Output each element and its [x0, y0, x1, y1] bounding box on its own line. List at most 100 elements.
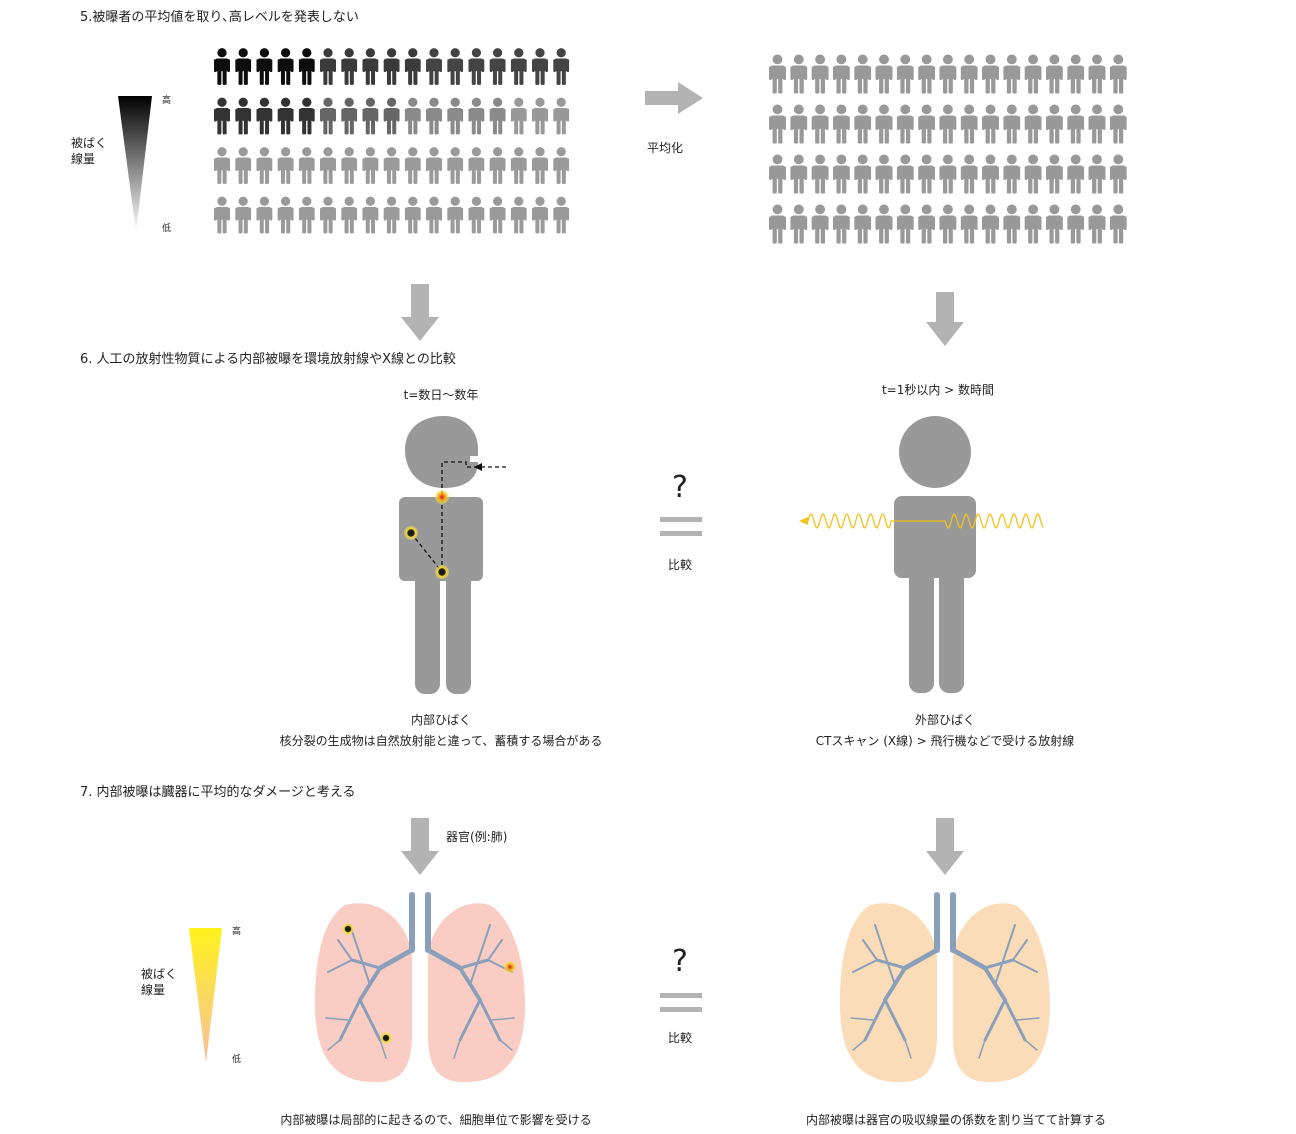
external-caption-2: CTスキャン (X線) > 飛行機などで受ける放射線: [815, 734, 1075, 748]
section7-title: 7. 内部被曝は臓器に平均的なダメージと考える: [80, 785, 356, 800]
person-icon: [362, 196, 379, 234]
person-icon: [854, 154, 872, 194]
person-icon: [1024, 54, 1042, 94]
person-icon: [362, 97, 379, 135]
person-icon: [426, 147, 442, 184]
dose-label-7-2: 線量: [141, 983, 166, 997]
bronchus-branch: [458, 998, 482, 1042]
person-icon: [896, 104, 914, 144]
person-icon: [960, 204, 978, 244]
person-icon: [1088, 54, 1106, 94]
person-icon: [256, 97, 273, 135]
person-icon: [510, 196, 527, 234]
person-icon: [532, 48, 548, 85]
person-icon: [939, 104, 957, 144]
question-mark-6: ?: [672, 470, 688, 505]
bronchus-branch: [978, 1039, 986, 1059]
bronchus-branch: [337, 939, 353, 961]
person-icon: [468, 147, 485, 184]
person-icon: [341, 97, 358, 135]
person-icon: [532, 196, 548, 234]
dose-label-7-1: 被ばく: [141, 967, 178, 981]
bronchus-branch: [852, 959, 878, 973]
person-icon: [298, 147, 315, 184]
people-grid-averaged: [769, 54, 1127, 244]
person-icon: [854, 204, 872, 244]
internal-path-lines: [410, 461, 506, 573]
person-icon: [320, 147, 336, 184]
person-icon: [1003, 54, 1021, 94]
person-icon: [510, 48, 527, 85]
person-icon: [553, 48, 570, 85]
person-icon: [854, 54, 872, 94]
person-icon: [532, 147, 548, 184]
bronchus-branch: [904, 1039, 912, 1059]
dose-gradient-triangle: [118, 96, 152, 232]
large-figure-internal: [399, 416, 483, 694]
person-icon: [235, 196, 252, 234]
dose-low-label: 低: [162, 224, 172, 234]
person-icon: [1109, 104, 1127, 144]
bronchus-branch: [874, 924, 896, 986]
bronchus-branch: [350, 958, 382, 970]
person-icon: [404, 147, 421, 184]
person-icon: [982, 104, 999, 144]
person-icon: [468, 97, 485, 135]
person-icon: [447, 48, 464, 85]
bronchus-branch: [491, 1017, 515, 1021]
bronchus-branch: [863, 998, 887, 1042]
bronchus-branch: [338, 998, 362, 1042]
person-icon: [918, 54, 936, 94]
person-icon: [277, 147, 294, 184]
person-icon: [811, 154, 829, 194]
bronchus-branch: [875, 958, 907, 970]
person-icon: [1045, 104, 1063, 144]
equals-signs: [660, 517, 702, 1012]
person-icon: [875, 104, 893, 144]
bronchus-branch: [349, 924, 371, 986]
person-icon: [1067, 104, 1085, 144]
person-icon: [298, 48, 315, 85]
person-icon: [769, 54, 786, 94]
dose-low-label-7: 低: [232, 1055, 242, 1065]
bronchus-branch: [983, 998, 1007, 1042]
person-icon: [1003, 154, 1021, 194]
arrow-down-right-7: [926, 818, 964, 875]
dose-high-label: 高: [162, 96, 172, 106]
person-icon: [235, 97, 252, 135]
person-icon: [1045, 204, 1063, 244]
person-icon: [404, 196, 421, 234]
person-icon: [811, 54, 829, 94]
person-icon: [790, 204, 808, 244]
bronchus-branch: [983, 958, 1015, 970]
person-icon: [447, 147, 464, 184]
bronchus-branch: [852, 1039, 866, 1051]
person-icon: [235, 48, 252, 85]
bronchus-branch: [379, 1039, 387, 1059]
person-icon: [854, 104, 872, 144]
section5-title: 5.被曝者の平均値を取り､高レベルを発表しない: [80, 10, 359, 25]
internal-caption-1: 内部ひばく: [410, 713, 472, 727]
person-icon: [214, 196, 230, 234]
organ-label: 器官(例:肺): [446, 830, 508, 844]
section6-title: 6. 人工の放射性物質による内部被曝を環境放射線やX線との比較: [80, 352, 456, 367]
hotspots-internal: [404, 490, 449, 579]
person-icon: [341, 48, 358, 85]
person-icon: [553, 196, 570, 234]
person-icon: [235, 147, 252, 184]
person-icon: [426, 97, 442, 135]
person-icon: [811, 104, 829, 144]
person-icon: [489, 97, 506, 135]
person-icon: [1003, 204, 1021, 244]
internal-time-label: t=数日〜数年: [403, 388, 479, 402]
person-icon: [489, 147, 506, 184]
averaged-caption: 内部被曝は器官の吸収線量の係数を割り当てて計算する: [805, 1113, 1107, 1127]
bronchus-branch: [327, 1039, 341, 1051]
person-icon: [875, 54, 893, 94]
lungs-local: [315, 892, 525, 1083]
person-icon: [832, 54, 850, 94]
person-icon: [489, 196, 506, 234]
person-icon: [790, 154, 808, 194]
person-icon: [982, 154, 999, 194]
person-icon: [383, 48, 400, 85]
